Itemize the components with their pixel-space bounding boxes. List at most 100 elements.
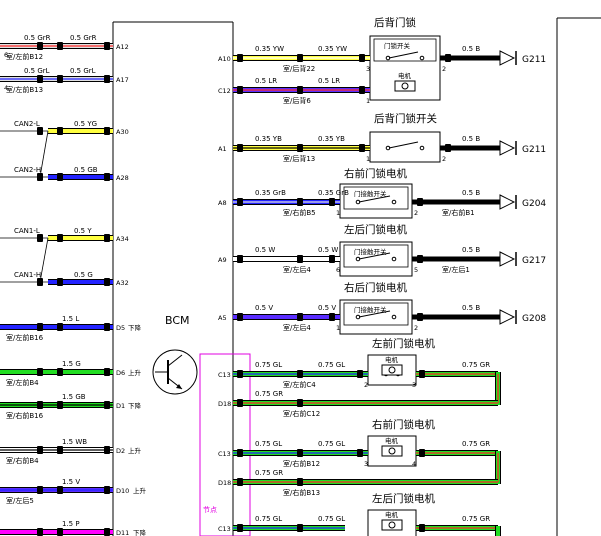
wire-spec-label: 0.5 GB (74, 166, 98, 174)
connector-plug (57, 278, 63, 286)
wire-spec-label: 0.5 GrR (24, 34, 51, 42)
wire-spec-label: 0.5 LR (318, 77, 340, 85)
connector-label: 室/左后4 (283, 323, 311, 332)
switch-contact (391, 199, 397, 205)
pin-label: A5 (218, 314, 227, 322)
ground-label: G211 (522, 145, 546, 155)
switch-lever (388, 51, 419, 59)
pin-label: A8 (218, 199, 227, 207)
wire-spec-label: 0.5 V (318, 304, 336, 312)
terminal-label: 2 (442, 155, 446, 163)
switch-label: 门接触开关 (354, 305, 387, 314)
pin-label: D18 (218, 479, 231, 487)
motor-label: 电机 (398, 71, 412, 80)
component-title: 右前门锁电机 (344, 167, 407, 180)
wire-spec-label: 1.5 P (62, 520, 80, 528)
terminal-label: 5 (414, 266, 418, 274)
connector-plug (104, 368, 110, 376)
pin-label: C13 (218, 371, 231, 379)
connector-plug (297, 478, 303, 486)
wire-spec-label: 0.35 YW (255, 45, 284, 53)
switch-label: 门接触开关 (354, 189, 387, 198)
connector-plug (57, 401, 63, 409)
connector-plug (104, 127, 110, 135)
motor-label: 电机 (385, 436, 399, 445)
connector-plug (104, 42, 110, 50)
node-box (199, 353, 251, 536)
switch-lever (388, 141, 419, 149)
terminal-label: 3 (366, 65, 370, 73)
wire-spec-label: 0.35 YB (318, 135, 345, 143)
connector-plug (237, 54, 243, 62)
connector-plug (104, 323, 110, 331)
pin-tag: 上升 (133, 486, 147, 495)
connector-plug (359, 54, 365, 62)
wire-spec-label: 0.75 GR (462, 440, 490, 448)
terminal-label: 3 (364, 460, 368, 468)
terminal-label: 6 (336, 266, 340, 274)
wire-spec-label: 0.75 GR (255, 469, 283, 477)
wire-spec-label: 0.5 W (318, 246, 338, 254)
wire-spec-label: 1.5 GB (62, 393, 86, 401)
switch-lever (358, 195, 391, 203)
connector-plug (104, 486, 110, 494)
connector-plug (297, 399, 303, 407)
pin-label: C13 (218, 450, 231, 458)
wire-spec-label: 0.75 GL (255, 440, 282, 448)
motor-label: 电机 (385, 510, 399, 519)
connector-plug (104, 446, 110, 454)
ground-label: G208 (522, 314, 546, 324)
ground-label: G217 (522, 256, 546, 266)
connector-label: 室/左前B16 (6, 333, 44, 342)
connector-label: 室/右前B1 (442, 208, 475, 217)
connector-plug (57, 234, 63, 242)
can2-twist (39, 130, 49, 178)
wire-spec-label: 0.5 GrL (70, 67, 96, 75)
switch-label: 门接触开关 (354, 247, 387, 256)
connector-plug (37, 75, 43, 83)
bcm-label: BCM (165, 314, 190, 327)
pin-label: C13 (218, 525, 231, 533)
terminal-label: 1 (336, 209, 340, 217)
connector-plug (104, 401, 110, 409)
connector-plug (237, 370, 243, 378)
wire-spec-label: 0.5 B (462, 304, 480, 312)
wire-spec-label: 1.5 V (62, 478, 80, 486)
terminal-label: 1 (366, 97, 370, 105)
wire-spec-label: 0.75 GL (318, 361, 345, 369)
connector-plug (297, 54, 303, 62)
connector-plug (104, 173, 110, 181)
output-wire: 0.75 GR (416, 515, 501, 536)
switch-box (373, 38, 437, 62)
wire-spec-label: 0.75 GL (318, 440, 345, 448)
terminal-label: 2 (414, 324, 418, 332)
motor-rotor (388, 447, 396, 455)
connector-label: 室/后背6 (283, 96, 311, 105)
connector-label: 室/左前B12 (6, 52, 43, 61)
terminal-label: 2 (364, 381, 368, 389)
connector-label: 室/右前B5 (283, 208, 316, 217)
wire-spec-label: 0.75 GL (255, 515, 282, 523)
switch-box (343, 244, 409, 268)
terminal-label: 1 (336, 324, 340, 332)
ground-label: G211 (522, 55, 546, 65)
ground-icon (499, 50, 516, 66)
pin-tag: 下降 (133, 528, 147, 536)
node-label: 节点 (203, 506, 217, 514)
connector-plug (417, 255, 423, 263)
motor-label: 电机 (385, 355, 399, 364)
connector-label: 室/右前B13 (283, 488, 320, 497)
